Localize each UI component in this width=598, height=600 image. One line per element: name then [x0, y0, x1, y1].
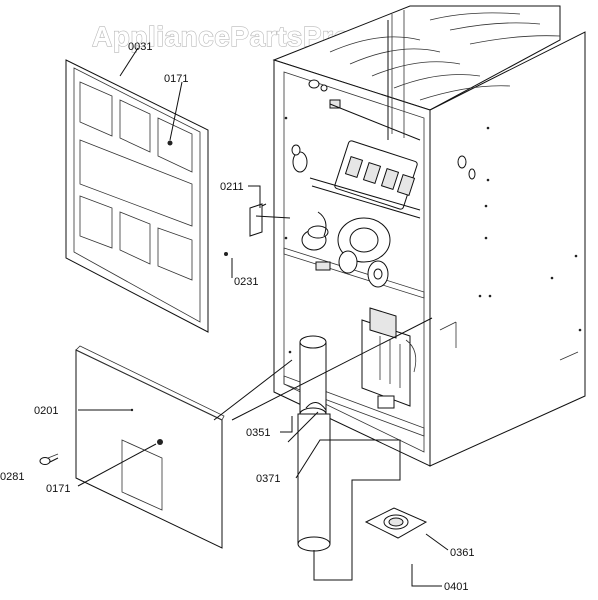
callout-0361: 0361: [450, 547, 474, 559]
grommet-part-0361: [364, 507, 428, 539]
callout-0171-bottom: 0171: [46, 483, 70, 495]
callout-0371: 0371: [256, 473, 280, 485]
screw-icon: [167, 140, 173, 146]
lower-door-panel: [75, 345, 225, 549]
bracket-part-0211: [249, 203, 267, 237]
callout-labels: 0031 0171 0211 0231 0201 0281 0171 0351 …: [0, 41, 474, 593]
furnace-cabinet: [272, 5, 586, 467]
callout-0031: 0031: [128, 41, 152, 53]
upper-door-panel: [65, 59, 209, 333]
callout-0211: 0211: [220, 181, 244, 193]
callout-0231: 0231: [234, 276, 258, 288]
callout-0351: 0351: [246, 427, 270, 439]
vent-pipe-assembly: [297, 335, 331, 552]
callout-0401: 0401: [444, 581, 468, 593]
callout-0281: 0281: [0, 471, 24, 483]
callout-0201: 0201: [34, 405, 58, 417]
bolt-part-0281: [39, 453, 59, 465]
screw-icon: [157, 439, 163, 445]
leader-lines: [49, 20, 449, 587]
callout-0171-top: 0171: [164, 73, 188, 85]
screw-part-0231: [224, 252, 228, 256]
